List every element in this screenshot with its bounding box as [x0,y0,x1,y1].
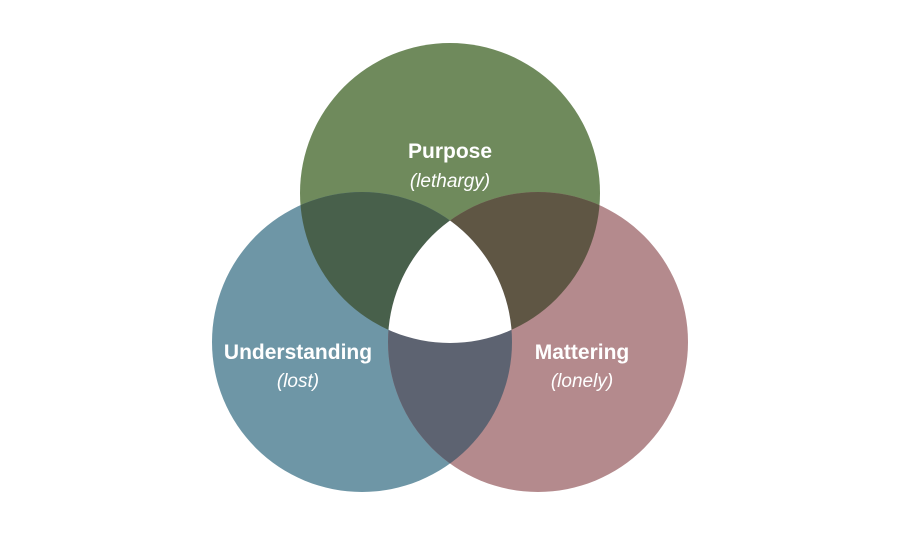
purpose-title: Purpose [408,140,492,163]
understanding-title: Understanding [224,341,372,364]
center-overlap [388,192,512,343]
purpose-subtitle: (lethargy) [410,171,490,192]
mattering-subtitle: (lonely) [551,371,613,392]
mattering-title: Mattering [535,341,630,364]
understanding-subtitle: (lost) [277,371,319,392]
